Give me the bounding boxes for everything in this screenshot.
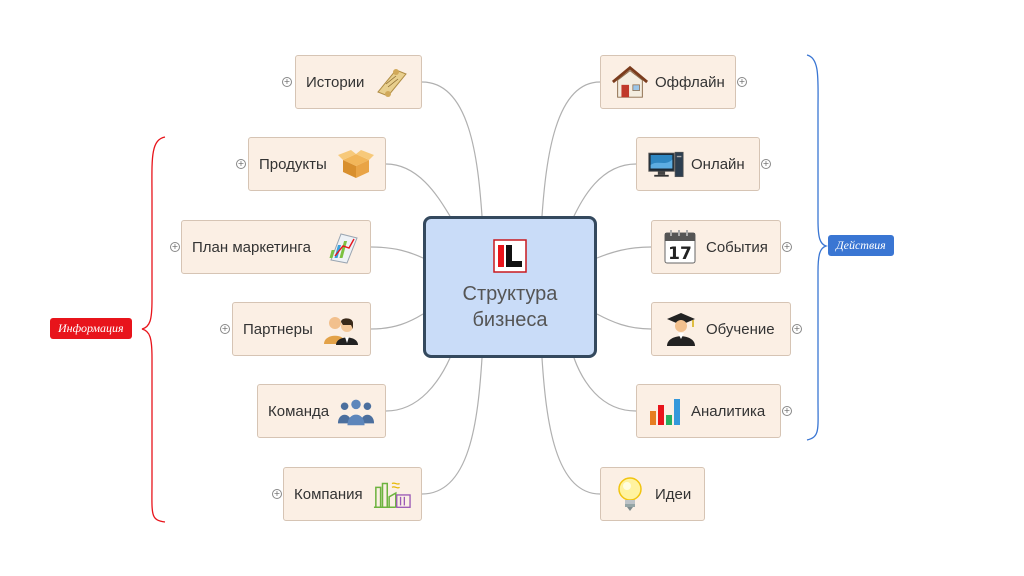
partners-icon <box>322 312 360 346</box>
factory-icon <box>373 477 411 511</box>
node-offline[interactable]: Оффлайн <box>600 55 736 109</box>
expand-toggle[interactable]: + <box>782 242 792 252</box>
node-analytics[interactable]: Аналитика <box>636 384 781 438</box>
expand-toggle[interactable]: + <box>792 324 802 334</box>
group-tag-actions[interactable]: Действия <box>828 235 894 256</box>
node-label: Идеи <box>655 485 692 503</box>
node-label: Онлайн <box>691 155 745 173</box>
bar-chart-icon <box>647 394 685 428</box>
connector-line <box>573 357 637 412</box>
node-label: Оффлайн <box>655 73 725 91</box>
node-stories[interactable]: Истории <box>295 55 422 109</box>
node-team[interactable]: Команда <box>257 384 386 438</box>
expand-toggle[interactable]: + <box>220 324 230 334</box>
expand-toggle[interactable]: + <box>782 406 792 416</box>
chart-doc-icon <box>322 230 360 264</box>
calendar-day: 17 <box>668 244 692 264</box>
node-label: Компания <box>294 485 363 503</box>
node-education[interactable]: Обучение <box>651 302 791 356</box>
node-label: Партнеры <box>243 320 313 338</box>
node-company[interactable]: Компания <box>283 467 422 521</box>
node-label: Команда <box>268 402 330 420</box>
connector-line <box>370 313 424 330</box>
house-icon <box>611 65 649 99</box>
connector-line <box>541 81 601 217</box>
connector-line <box>385 357 451 412</box>
expand-toggle[interactable]: + <box>737 77 747 87</box>
connector-line <box>421 357 483 495</box>
info-bracket <box>141 136 166 523</box>
node-partners[interactable]: Партнеры <box>232 302 371 356</box>
node-ideas[interactable]: Идеи <box>600 467 705 521</box>
node-events[interactable]: 17 События <box>651 220 781 274</box>
expand-toggle[interactable]: + <box>761 159 771 169</box>
connector-line <box>596 313 652 330</box>
expand-toggle[interactable]: + <box>236 159 246 169</box>
connector-line <box>596 246 652 259</box>
node-label: Аналитика <box>691 402 766 420</box>
connector-line <box>385 163 451 217</box>
graduate-icon <box>662 312 700 346</box>
connector-line <box>370 246 424 259</box>
action-bracket <box>806 54 829 441</box>
node-label: Продукты <box>259 155 327 173</box>
IL-logo-icon <box>493 239 527 273</box>
team-icon <box>337 394 375 428</box>
connector-line <box>573 163 637 217</box>
node-online[interactable]: Онлайн <box>636 137 760 191</box>
node-marketing-plan[interactable]: План маркетинга <box>181 220 371 274</box>
node-label: Истории <box>306 73 365 91</box>
lightbulb-icon <box>611 477 649 511</box>
expand-toggle[interactable]: + <box>170 242 180 252</box>
group-tag-info[interactable]: Информация <box>50 318 132 339</box>
box-icon <box>337 147 375 181</box>
node-products[interactable]: Продукты <box>248 137 386 191</box>
expand-toggle[interactable]: + <box>272 489 282 499</box>
node-label: План маркетинга <box>192 238 311 256</box>
scroll-icon <box>373 65 411 99</box>
node-label: События <box>706 238 768 256</box>
connector-line <box>541 357 601 495</box>
calendar-icon: 17 <box>662 230 700 264</box>
connector-line <box>421 81 483 217</box>
computer-icon <box>647 147 685 181</box>
expand-toggle[interactable]: + <box>282 77 292 87</box>
node-label: Обучение <box>706 320 775 338</box>
